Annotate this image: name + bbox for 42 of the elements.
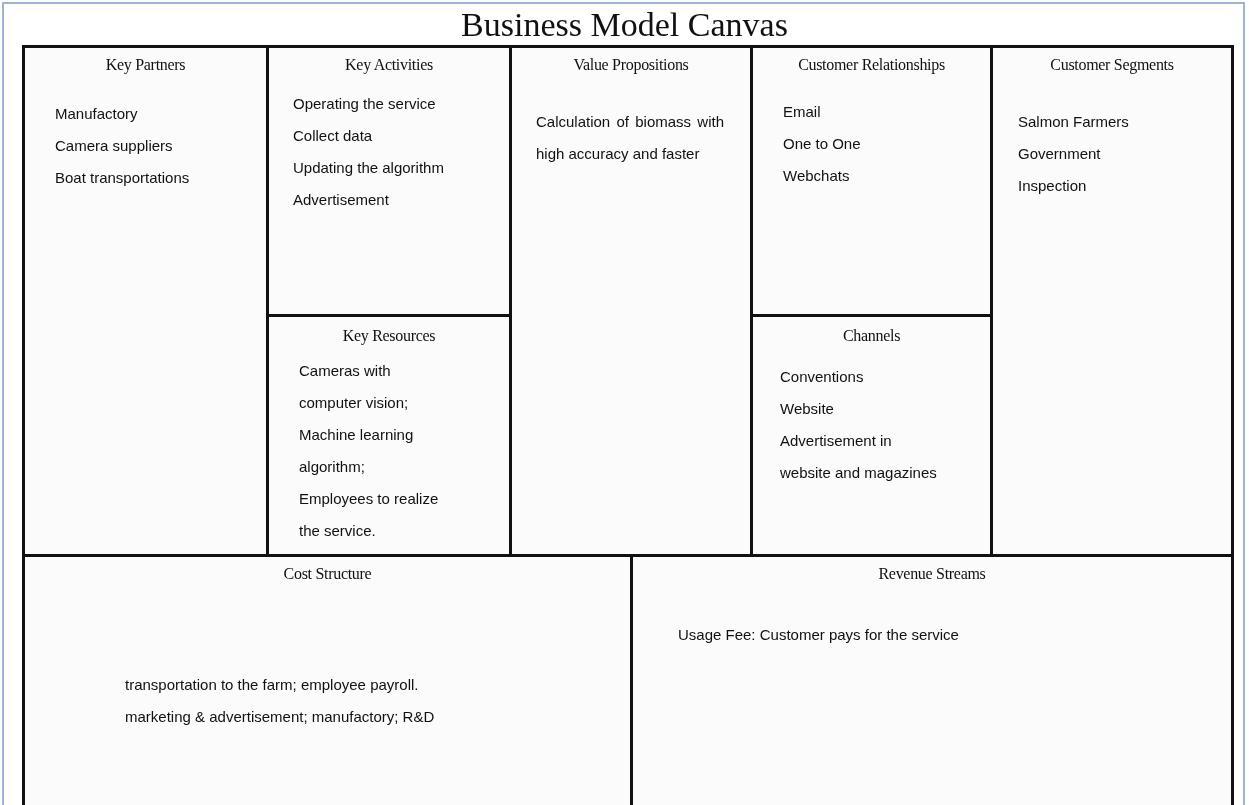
list-item: Email: [783, 102, 822, 122]
canvas-section: [750, 314, 993, 557]
list-item: transportation to the farm; employee payroll.: [125, 675, 420, 695]
list-item: marketing & advertisement; manufactory; R&D: [125, 707, 436, 727]
list-item: Inspection: [1018, 176, 1088, 196]
canvas-section: [509, 45, 753, 557]
section-heading: Cost Structure: [283, 565, 372, 583]
canvas-section: [266, 45, 512, 317]
list-item: Updating the algorithm: [293, 158, 445, 178]
canvas-section: [750, 45, 993, 317]
canvas-section: [630, 554, 1234, 805]
list-item: Calculation of biomass with high accuracy and faster: [536, 112, 724, 164]
list-item: One to One: [783, 134, 862, 154]
canvas-section: [22, 45, 269, 557]
section-heading: Customer Relationships: [798, 56, 945, 74]
list-item: Collect data: [293, 126, 374, 146]
section-heading: Channels: [842, 327, 901, 345]
section-heading: Revenue Streams: [878, 565, 986, 583]
list-item: Boat transportations: [55, 168, 191, 188]
list-item: Salmon Farmers: [1018, 112, 1130, 132]
canvas-title: Business Model Canvas: [460, 6, 789, 44]
list-item: Advertisement: [293, 190, 390, 210]
list-item: Machine learning algorithm;: [299, 425, 415, 477]
list-item: Usage Fee: Customer pays for the service: [678, 625, 960, 645]
section-heading: Customer Segments: [1050, 56, 1174, 74]
section-heading: Value Propositions: [573, 56, 689, 74]
list-item: Manufactory: [55, 104, 139, 124]
list-item: Conventions: [780, 367, 865, 387]
canvas-section: [22, 554, 633, 805]
list-item: Cameras with computer vision;: [299, 361, 410, 413]
section-heading: Key Activities: [345, 56, 433, 74]
list-item: Advertisement in website and magazines: [780, 431, 938, 483]
list-item: Employees to realize the service.: [299, 489, 440, 541]
list-item: Website: [780, 399, 835, 419]
canvas-section: [266, 314, 512, 557]
list-item: Webchats: [783, 166, 851, 186]
canvas-section: [990, 45, 1234, 557]
list-item: Operating the service: [293, 94, 437, 114]
list-item: Government: [1018, 144, 1102, 164]
section-heading: Key Partners: [105, 56, 186, 74]
list-item: Camera suppliers: [55, 136, 174, 156]
section-heading: Key Resources: [342, 327, 436, 345]
